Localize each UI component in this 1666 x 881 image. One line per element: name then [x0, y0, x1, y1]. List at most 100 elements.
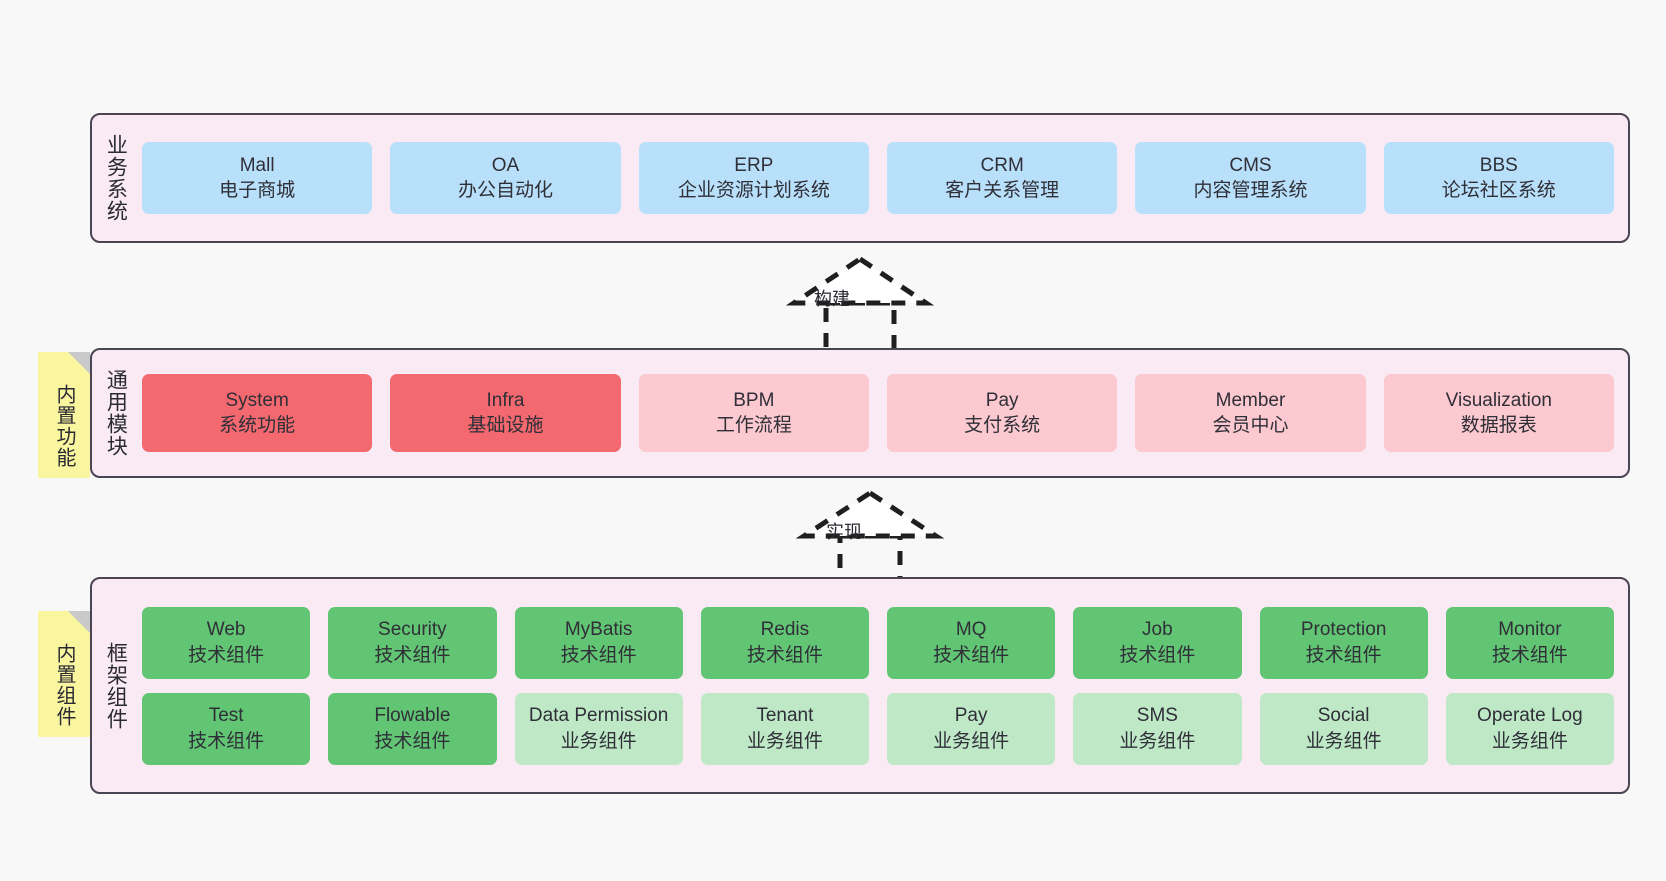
- cell-sms-en: SMS: [1136, 705, 1178, 727]
- cell-mybatis-cn: 技术组件: [560, 644, 637, 666]
- cell-flowable[interactable]: Flowable 技术组件: [328, 692, 497, 765]
- cell-cms-cn: 内容管理系统: [1193, 180, 1308, 201]
- layer-common-module[interactable]: 通用模块 System 系统功能 Infra 基础设施 BPM 工作流程 Pay…: [90, 348, 1630, 478]
- cell-erp[interactable]: ERP 企业资源计划系统: [638, 142, 869, 214]
- cell-visualization[interactable]: Visualization 数据报表: [1383, 374, 1614, 452]
- cell-social-cn: 业务组件: [1305, 730, 1382, 752]
- cell-member-cn: 会员中心: [1212, 415, 1289, 436]
- cell-job[interactable]: Job 技术组件: [1073, 606, 1242, 679]
- cell-infra[interactable]: Infra 基础设施: [390, 374, 621, 452]
- cell-mall-cn: 电子商城: [219, 180, 296, 201]
- cell-mybatis-en: MyBatis: [564, 619, 633, 641]
- cell-cms[interactable]: CMS 内容管理系统: [1135, 142, 1366, 214]
- cell-erp-en: ERP: [734, 154, 774, 176]
- cell-operate-log[interactable]: Operate Log 业务组件: [1445, 692, 1614, 765]
- cell-protection[interactable]: Protection 技术组件: [1259, 606, 1428, 679]
- note-builtin-component: 内置组件: [38, 611, 90, 737]
- layer-framework-component[interactable]: 框架组件 Web 技术组件 Security 技术组件 MyBatis 技术组件…: [90, 577, 1630, 794]
- cell-mybatis[interactable]: MyBatis 技术组件: [514, 606, 683, 679]
- cell-redis[interactable]: Redis 技术组件: [700, 606, 869, 679]
- connector-build-arrow-icon: [785, 255, 935, 360]
- cell-tenant-en: Tenant: [756, 705, 814, 727]
- cell-pay-component-cn: 业务组件: [933, 730, 1010, 752]
- cell-monitor-cn: 技术组件: [1491, 644, 1568, 666]
- cell-pay-component[interactable]: Pay 业务组件: [887, 692, 1056, 765]
- cell-bbs-en: BBS: [1479, 154, 1518, 176]
- cell-system[interactable]: System 系统功能: [142, 374, 373, 452]
- cell-data-permission-en: Data Permission: [528, 705, 669, 727]
- cell-member-en: Member: [1215, 389, 1286, 411]
- cell-tenant[interactable]: Tenant 业务组件: [700, 692, 869, 765]
- cell-protection-cn: 技术组件: [1305, 644, 1382, 666]
- cell-web[interactable]: Web 技术组件: [142, 606, 311, 679]
- cell-monitor[interactable]: Monitor 技术组件: [1445, 606, 1614, 679]
- note-builtin-component-label: 内置组件: [53, 643, 75, 727]
- cell-monitor-en: Monitor: [1498, 619, 1562, 641]
- cell-pay-module-en: Pay: [985, 389, 1019, 411]
- connector-implement-label: 实现: [826, 522, 862, 542]
- connector-implement: 实现: [772, 488, 972, 595]
- layer-common-module-body: System 系统功能 Infra 基础设施 BPM 工作流程 Pay 支付系统…: [138, 350, 1628, 476]
- cell-infra-cn: 基础设施: [467, 415, 544, 436]
- layer-framework-component-row-business: Test 技术组件 Flowable 技术组件 Data Permission …: [142, 692, 1614, 765]
- cell-bpm-en: BPM: [733, 389, 775, 411]
- cell-crm[interactable]: CRM 客户关系管理: [886, 142, 1118, 214]
- cell-job-cn: 技术组件: [1119, 644, 1196, 666]
- layer-framework-component-title: 框架组件: [104, 641, 128, 730]
- cell-redis-en: Redis: [760, 619, 810, 641]
- cell-web-cn: 技术组件: [188, 644, 265, 666]
- cell-pay-module-cn: 支付系统: [964, 415, 1041, 436]
- layer-framework-component-row-tech: Web 技术组件 Security 技术组件 MyBatis 技术组件 Redi…: [142, 606, 1614, 679]
- layer-business-system-title: 业务系统: [104, 134, 128, 222]
- note-builtin-function-label: 内置功能: [53, 384, 75, 468]
- cell-test[interactable]: Test 技术组件: [142, 692, 311, 765]
- cell-pay-component-en: Pay: [954, 705, 988, 727]
- cell-erp-cn: 企业资源计划系统: [677, 180, 830, 201]
- cell-visualization-cn: 数据报表: [1460, 415, 1537, 436]
- cell-crm-cn: 客户关系管理: [945, 180, 1060, 201]
- cell-mall-en: Mall: [239, 154, 275, 176]
- cell-member[interactable]: Member 会员中心: [1135, 374, 1366, 452]
- cell-mq-en: MQ: [955, 619, 987, 641]
- cell-oa[interactable]: OA 办公自动化: [390, 142, 621, 214]
- cell-bbs-cn: 论坛社区系统: [1441, 180, 1556, 201]
- cell-mq-cn: 技术组件: [933, 644, 1010, 666]
- cell-crm-en: CRM: [980, 154, 1024, 176]
- cell-data-permission-cn: 业务组件: [560, 730, 637, 752]
- layer-business-system-row: Mall 电子商城 OA 办公自动化 ERP 企业资源计划系统 CRM 客户关系…: [142, 142, 1614, 214]
- cell-visualization-en: Visualization: [1445, 389, 1552, 411]
- cell-security[interactable]: Security 技术组件: [328, 606, 497, 679]
- cell-test-cn: 技术组件: [188, 730, 265, 752]
- layer-business-system-body: Mall 电子商城 OA 办公自动化 ERP 企业资源计划系统 CRM 客户关系…: [138, 115, 1628, 241]
- cell-pay-module[interactable]: Pay 支付系统: [886, 374, 1118, 452]
- note-builtin-function: 内置功能: [38, 352, 90, 478]
- cell-security-en: Security: [378, 619, 447, 641]
- cell-security-cn: 技术组件: [374, 644, 451, 666]
- cell-infra-en: Infra: [486, 389, 525, 411]
- cell-system-en: System: [225, 389, 289, 411]
- cell-bpm-cn: 工作流程: [715, 415, 792, 436]
- cell-bpm[interactable]: BPM 工作流程: [638, 374, 869, 452]
- cell-web-en: Web: [206, 619, 246, 641]
- cell-mq[interactable]: MQ 技术组件: [887, 606, 1056, 679]
- cell-sms[interactable]: SMS 业务组件: [1073, 692, 1242, 765]
- connector-build: 构建: [756, 253, 956, 360]
- connector-implement-arrow-icon: [795, 490, 945, 595]
- cell-job-en: Job: [1142, 619, 1173, 641]
- cell-mall[interactable]: Mall 电子商城: [142, 142, 373, 214]
- cell-data-permission[interactable]: Data Permission 业务组件: [514, 692, 683, 765]
- cell-flowable-cn: 技术组件: [374, 730, 451, 752]
- cell-sms-cn: 业务组件: [1119, 730, 1196, 752]
- layer-business-system[interactable]: 业务系统 Mall 电子商城 OA 办公自动化 ERP 企业资源计划系统 CRM…: [90, 113, 1630, 243]
- cell-redis-cn: 技术组件: [746, 644, 823, 666]
- cell-tenant-cn: 业务组件: [746, 730, 823, 752]
- cell-operate-log-en: Operate Log: [1477, 705, 1583, 727]
- layer-framework-component-body: Web 技术组件 Security 技术组件 MyBatis 技术组件 Redi…: [138, 579, 1628, 792]
- cell-social[interactable]: Social 业务组件: [1259, 692, 1428, 765]
- cell-bbs[interactable]: BBS 论坛社区系统: [1383, 142, 1614, 214]
- cell-oa-en: OA: [491, 154, 520, 176]
- cell-test-en: Test: [208, 705, 244, 727]
- cell-social-en: Social: [1317, 705, 1370, 727]
- cell-flowable-en: Flowable: [374, 705, 451, 727]
